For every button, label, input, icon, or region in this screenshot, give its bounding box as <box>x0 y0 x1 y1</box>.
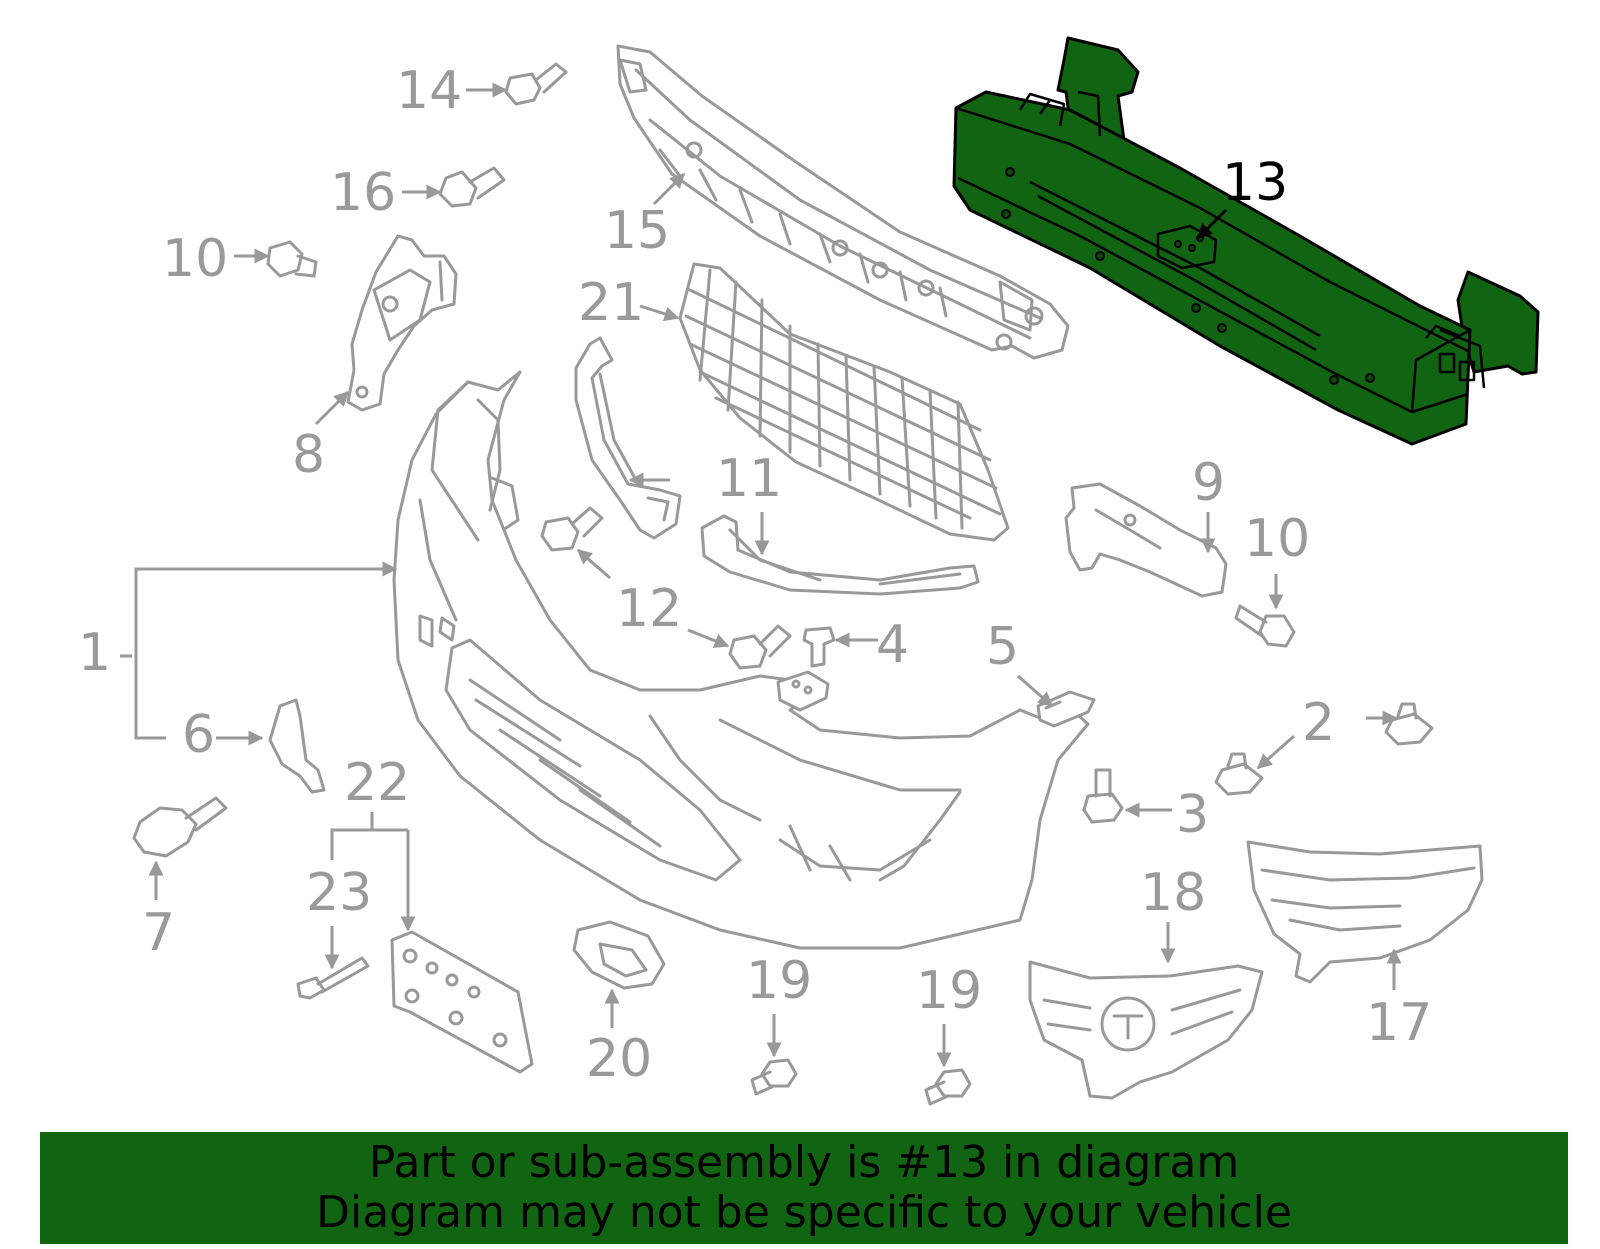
part-7-sensor[interactable] <box>132 796 228 858</box>
part-10-bolt-left[interactable] <box>266 240 318 278</box>
part-22-license-bracket[interactable] <box>390 930 534 1074</box>
callout-13: 13 <box>1222 153 1288 213</box>
callout-22: 22 <box>344 753 410 813</box>
callout-9: 9 <box>1192 453 1225 513</box>
callout-15: 15 <box>604 201 670 261</box>
part-2-nut-upper[interactable] <box>1384 702 1434 746</box>
part-9-bracket[interactable] <box>1064 482 1228 598</box>
callout-16: 16 <box>330 163 396 223</box>
callout-20: 20 <box>586 1029 652 1089</box>
callout-10-right: 10 <box>1244 509 1310 569</box>
callout-labels: 13 14 16 10 15 21 8 11 9 10 12 4 1 5 2 6… <box>78 61 1432 1089</box>
callout-19-right: 19 <box>916 961 982 1021</box>
part-21-grille[interactable] <box>678 262 1010 542</box>
part-4-pin[interactable] <box>802 626 836 668</box>
callout-2: 2 <box>1302 693 1335 753</box>
part-11-side-bracket[interactable] <box>700 514 980 596</box>
banner-part-note: Part or sub-assembly is #13 in diagram <box>368 1137 1240 1188</box>
part-14-bolt[interactable] <box>504 62 568 106</box>
callout-3: 3 <box>1176 785 1209 845</box>
part-19-bolt-right[interactable] <box>924 1068 972 1106</box>
banner-disclaimer: Diagram may not be specific to your vehi… <box>316 1187 1292 1238</box>
part-16-clip[interactable] <box>438 166 506 208</box>
callout-8: 8 <box>292 425 325 485</box>
part-17-fog-bezel-right[interactable] <box>1246 840 1484 984</box>
callout-21: 21 <box>578 273 644 333</box>
part-13-bumper-reinforcement[interactable] <box>952 36 1540 446</box>
callout-17: 17 <box>1366 993 1432 1053</box>
part-18-fog-bezel-left[interactable] <box>1028 960 1264 1100</box>
callout-5: 5 <box>986 617 1019 677</box>
callout-18: 18 <box>1140 863 1206 923</box>
callout-6: 6 <box>182 705 215 765</box>
part-20-cover[interactable] <box>572 920 666 990</box>
part-10-bolt-right[interactable] <box>1234 604 1296 648</box>
callout-4: 4 <box>876 615 909 675</box>
part-2-nut-lower[interactable] <box>1214 752 1264 796</box>
callout-11: 11 <box>716 449 782 509</box>
leader-lines <box>120 82 1402 1068</box>
callout-23: 23 <box>306 863 372 923</box>
part-side-bracket-left[interactable] <box>574 336 682 540</box>
callout-12: 12 <box>616 579 682 639</box>
part-3-bolt[interactable] <box>1082 768 1124 824</box>
callout-7: 7 <box>142 903 175 963</box>
callout-1: 1 <box>78 623 111 683</box>
part-12-bolt-lower[interactable] <box>728 624 792 670</box>
info-banner: Part or sub-assembly is #13 in diagram D… <box>40 1132 1568 1244</box>
part-clip-bracket-center[interactable] <box>776 670 830 712</box>
part-15-upper-support[interactable] <box>616 44 1070 360</box>
callout-14: 14 <box>396 61 462 121</box>
part-19-bolt-left[interactable] <box>750 1058 798 1096</box>
part-12-bolt-upper[interactable] <box>540 506 604 552</box>
part-8-bracket[interactable] <box>346 234 458 412</box>
part-6-bracket[interactable] <box>268 698 326 794</box>
callout-10-left: 10 <box>162 229 228 289</box>
part-23-rivet[interactable] <box>296 956 370 1000</box>
callout-19-left: 19 <box>746 951 812 1011</box>
